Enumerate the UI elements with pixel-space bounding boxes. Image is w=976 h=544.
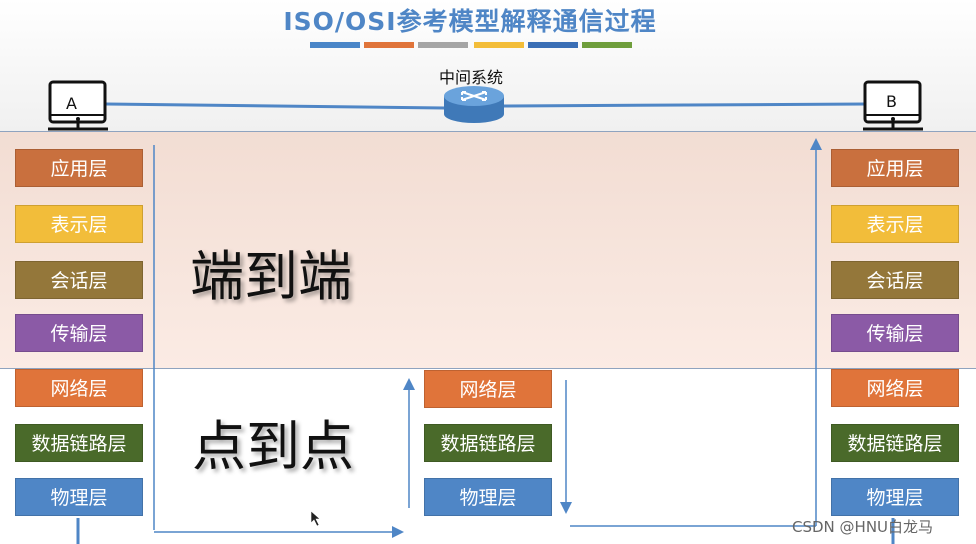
- host-b-label: B: [886, 92, 897, 111]
- accent-bar: [474, 42, 524, 48]
- link-line-left: [105, 102, 445, 110]
- accent-bar: [310, 42, 360, 48]
- end-to-end-label: 端到端: [190, 245, 352, 308]
- right-layer-application: 应用层: [831, 149, 959, 187]
- middle-layer-datalink: 数据链路层: [424, 424, 552, 462]
- host-a-label: A: [66, 94, 77, 113]
- right-layer-session: 会话层: [831, 261, 959, 299]
- middle-layer-network: 网络层: [424, 370, 552, 408]
- link-line-right: [503, 102, 867, 108]
- end-to-end-band: [0, 131, 976, 369]
- right-layer-datalink: 数据链路层: [831, 424, 959, 462]
- router-icon: [444, 86, 504, 123]
- mouse-cursor-icon: [310, 510, 321, 527]
- middle-layer-physical: 物理层: [424, 478, 552, 516]
- accent-bar: [528, 42, 578, 48]
- left-layer-application: 应用层: [15, 149, 143, 187]
- point-to-point-label: 点到点: [192, 415, 354, 478]
- diagram-title: ISO/OSI参考模型解释通信过程: [283, 7, 657, 36]
- right-layer-presentation: 表示层: [831, 205, 959, 243]
- accent-bar: [364, 42, 414, 48]
- watermark: CSDN @HNU白龙马: [792, 518, 934, 536]
- left-layer-network: 网络层: [15, 369, 143, 407]
- left-layer-presentation: 表示层: [15, 205, 143, 243]
- computer-a-icon: [48, 80, 108, 131]
- right-layer-physical: 物理层: [831, 478, 959, 516]
- left-layer-session: 会话层: [15, 261, 143, 299]
- left-layer-transport: 传输层: [15, 314, 143, 352]
- left-layer-datalink: 数据链路层: [15, 424, 143, 462]
- computer-b-icon: [863, 80, 923, 131]
- router-label: 中间系统: [439, 68, 504, 87]
- right-layer-transport: 传输层: [831, 314, 959, 352]
- right-layer-network: 网络层: [831, 369, 959, 407]
- accent-bar: [582, 42, 632, 48]
- accent-bar: [418, 42, 468, 48]
- left-layer-physical: 物理层: [15, 478, 143, 516]
